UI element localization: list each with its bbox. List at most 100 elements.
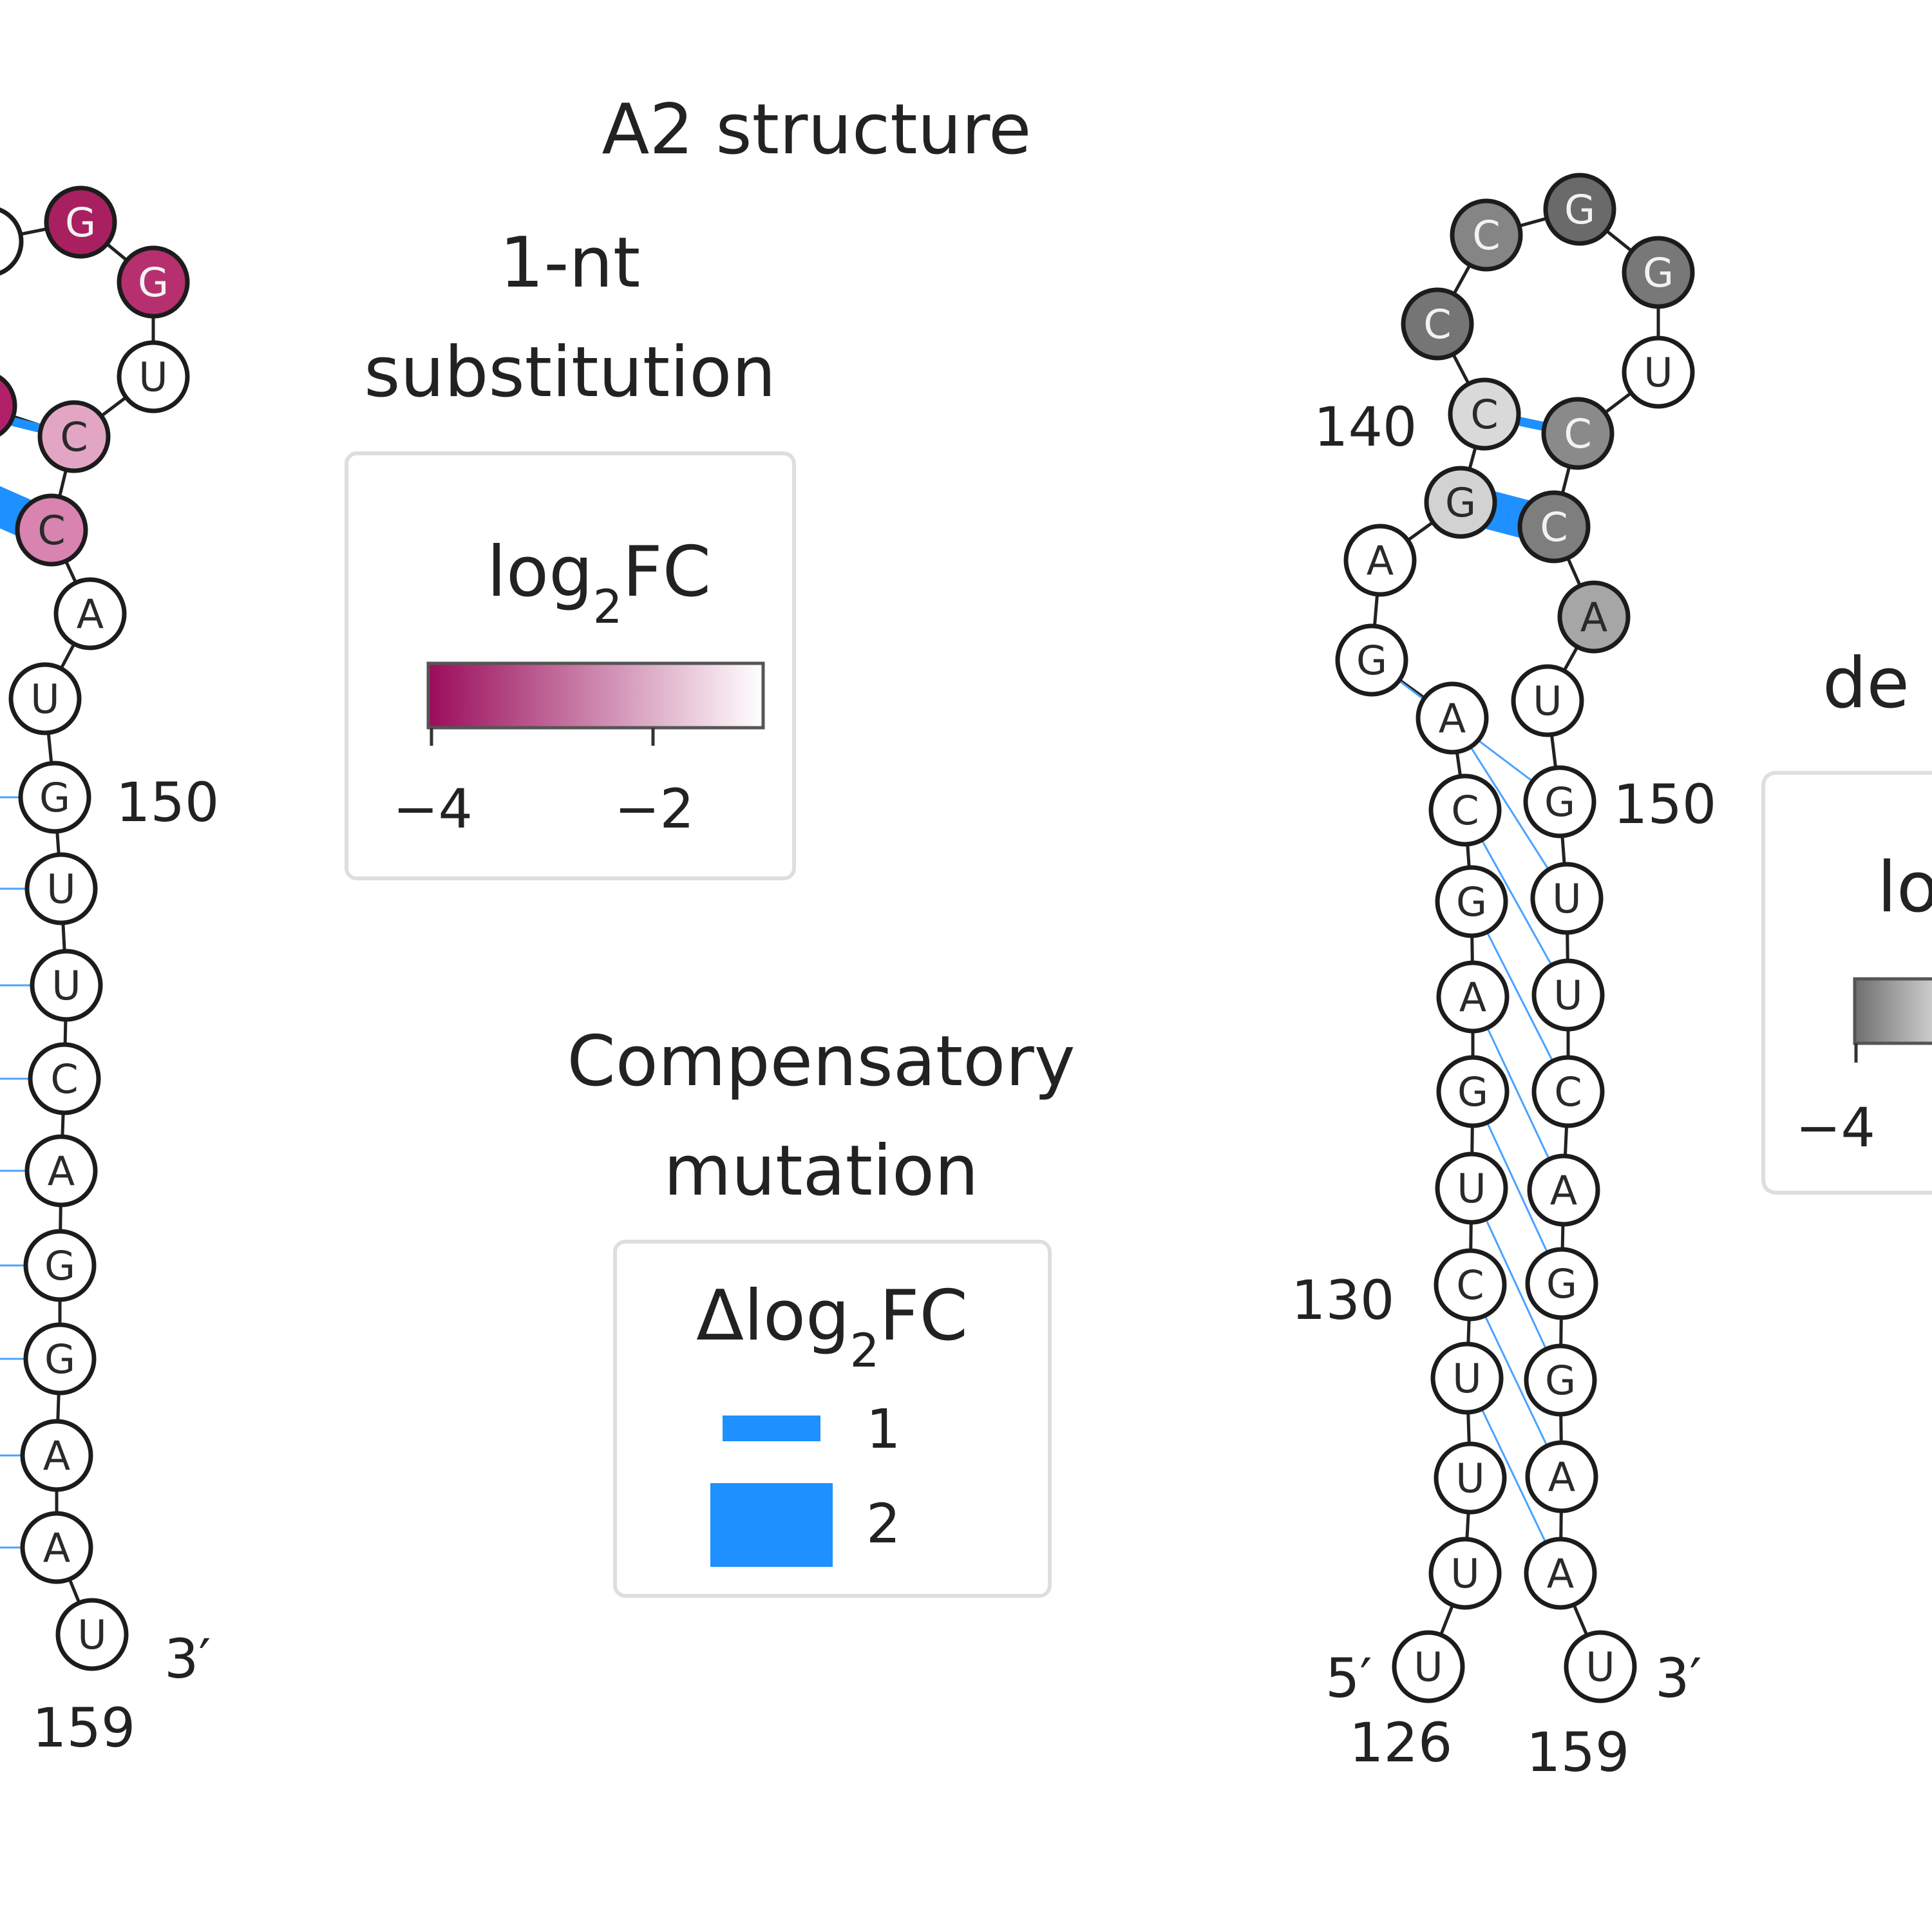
right-nucleotide-circle bbox=[1436, 1055, 1510, 1128]
right-nucleotide-letter: U bbox=[1457, 1165, 1486, 1212]
legend-compensatory: Compensatory mutation Δlog2FC 1 2 bbox=[567, 1021, 1075, 1598]
right-nucleotide: U bbox=[1511, 664, 1584, 737]
right-nucleotide-circle bbox=[1524, 1343, 1597, 1417]
left-nucleotide-circle bbox=[15, 493, 88, 567]
legend-substitution-tick-label-minus2: −2 bbox=[614, 777, 694, 840]
right-nucleotide: A bbox=[1416, 681, 1489, 755]
right-nucleotide-circle bbox=[1430, 1341, 1504, 1415]
right-nucleotide-circle bbox=[1416, 681, 1489, 755]
right-nucleotide-letter: U bbox=[1553, 972, 1582, 1019]
right-nucleotide-letter: A bbox=[1548, 1454, 1575, 1501]
right-nucleotide-letter: G bbox=[1564, 186, 1595, 233]
right-nucleotide: U bbox=[1622, 336, 1695, 409]
right-three-prime-label: 3′ bbox=[1655, 1647, 1702, 1710]
right-nucleotide-circle bbox=[1527, 1153, 1600, 1227]
right-nucleotide: G bbox=[1435, 865, 1508, 938]
right-backbone-line bbox=[1370, 207, 1660, 1667]
right-nucleotide-circle bbox=[1524, 1537, 1597, 1610]
legend-compensatory-swatch-2 bbox=[710, 1483, 833, 1567]
right-nucleotide-circle bbox=[1401, 287, 1474, 361]
left-nucleotide-letter: C bbox=[50, 1056, 78, 1103]
left-three-prime-label: 3′ bbox=[164, 1627, 211, 1690]
left-nucleotide-circle bbox=[23, 1322, 97, 1396]
right-nucleotide: U bbox=[1435, 1151, 1508, 1225]
right-nucleotide-circle bbox=[1531, 1055, 1605, 1128]
right-nucleotide: G bbox=[1436, 1055, 1510, 1128]
left-nucleotide-circle bbox=[30, 949, 103, 1022]
left-nucleotide: G bbox=[117, 245, 190, 319]
left-nucleotide-letter: U bbox=[138, 354, 167, 401]
left-nucleotide: A bbox=[24, 1134, 98, 1208]
left-offscreen-nucleotide bbox=[0, 207, 24, 276]
right-nucleotide-letter: G bbox=[1546, 1260, 1577, 1307]
right-nucleotide: U bbox=[1564, 1630, 1637, 1703]
right-nucleotide-circle bbox=[1392, 1630, 1465, 1703]
right-nucleotide-circle bbox=[1530, 862, 1604, 935]
left-nucleotide: G bbox=[44, 185, 117, 259]
right-nucleotide: G bbox=[1523, 765, 1596, 838]
left-nucleotide-circle bbox=[8, 662, 82, 735]
left-nucleotide: C bbox=[15, 493, 88, 567]
right-nucleotide-circle bbox=[1564, 1630, 1637, 1703]
left-nucleotide-letter: A bbox=[43, 1524, 70, 1571]
right-position-label-140: 140 bbox=[1314, 395, 1417, 459]
right-nucleotide-letter: A bbox=[1439, 695, 1466, 742]
left-nucleotide: A bbox=[53, 577, 127, 650]
left-nucleotide-circle bbox=[53, 577, 127, 650]
left-position-label-150: 150 bbox=[116, 771, 219, 834]
left-nucleotide-letter: C bbox=[37, 507, 65, 554]
right-nucleotide-circle bbox=[1525, 1247, 1598, 1320]
right-nucleotide-letter: C bbox=[1564, 410, 1591, 457]
right-nucleotide-letter: C bbox=[1540, 504, 1567, 551]
right-nucleotide-letter: G bbox=[1643, 249, 1674, 296]
left-nucleotide: U bbox=[24, 852, 98, 925]
legend-deletion-scale-fragment: lo bbox=[1877, 848, 1932, 928]
legend-substitution-title-line2: substitution bbox=[364, 332, 776, 413]
left-nucleotide-letter: G bbox=[65, 199, 96, 246]
right-nucleotide-circle bbox=[1523, 765, 1596, 838]
legend-substitution-title-line1: 1-nt bbox=[500, 223, 640, 303]
legend-compensatory-swatch-1 bbox=[723, 1416, 820, 1441]
right-nucleotide-letter: G bbox=[1456, 878, 1487, 925]
left-nucleotide-circle bbox=[55, 1598, 129, 1671]
right-nucleotide: C bbox=[1448, 377, 1521, 451]
right-nucleotide-circle bbox=[1511, 664, 1584, 737]
right-nucleotide-circle bbox=[1436, 960, 1510, 1034]
left-nucleotide-letter: G bbox=[39, 774, 70, 821]
right-nucleotide: C bbox=[1541, 397, 1615, 470]
right-nucleotide-circle bbox=[1622, 236, 1695, 309]
right-nucleotide-circle bbox=[1435, 865, 1508, 938]
right-nucleotide-circle bbox=[1335, 623, 1408, 697]
right-nucleotide-letter: C bbox=[1451, 787, 1479, 834]
right-nucleotide-letter: G bbox=[1445, 479, 1476, 526]
right-nucleotide-letter: G bbox=[1457, 1068, 1488, 1115]
right-nucleotide: U bbox=[1430, 1341, 1504, 1415]
legend-deletion-box bbox=[1761, 771, 1932, 1195]
right-nucleotide-circle bbox=[1531, 958, 1605, 1032]
right-nucleotide-circle bbox=[1541, 397, 1615, 470]
right-nucleotide: A bbox=[1527, 1153, 1600, 1227]
left-nucleotide: U bbox=[55, 1598, 129, 1671]
right-nucleotide-letter: A bbox=[1580, 594, 1607, 641]
left-nucleotide-circle bbox=[37, 400, 111, 473]
left-offscreen-nucleotide bbox=[0, 375, 17, 437]
right-nucleotide-letter: U bbox=[1586, 1643, 1615, 1690]
left-nucleotide-letter: C bbox=[60, 413, 88, 460]
left-nucleotide-circle bbox=[24, 1134, 98, 1208]
left-nucleotide: A bbox=[20, 1419, 93, 1492]
left-nucleotide-circle bbox=[20, 1419, 93, 1492]
right-nucleotide: G bbox=[1622, 236, 1695, 309]
right-nucleotide-circle bbox=[1434, 1441, 1507, 1515]
right-nucleotide-letter: A bbox=[1367, 537, 1394, 584]
left-nucleotide-circle bbox=[23, 1229, 97, 1302]
right-nucleotide-letter: G bbox=[1545, 1357, 1576, 1404]
left-nucleotide-letter: U bbox=[30, 676, 59, 723]
right-nucleotide-circle bbox=[1343, 524, 1417, 597]
right-nucleotide: U bbox=[1530, 862, 1604, 935]
left-nucleotide-circle bbox=[28, 1042, 101, 1115]
right-nucleotide: G bbox=[1525, 1247, 1598, 1320]
right-nucleotide-letter: C bbox=[1470, 391, 1498, 438]
